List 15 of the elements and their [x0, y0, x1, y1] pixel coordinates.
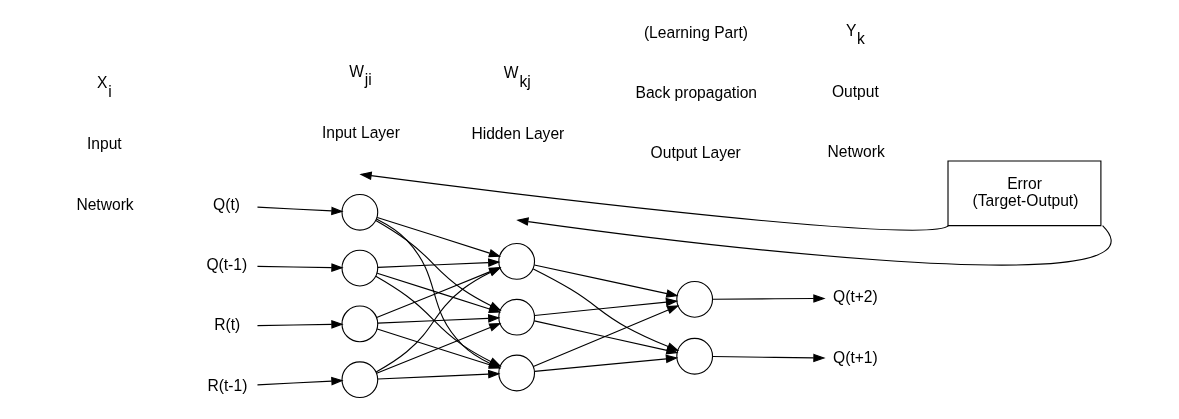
label: Output Layer	[650, 144, 741, 162]
node-text: Q(t)	[213, 195, 240, 213]
node-text: Q(t+2)	[833, 288, 878, 306]
node-text: Q(t+1)	[833, 348, 878, 366]
label: Input Layer	[321, 124, 401, 142]
label: (Learning Part)	[643, 23, 749, 41]
node-text: Q(t-1)	[206, 255, 248, 273]
label: Network	[827, 143, 885, 161]
label: Back propagation	[635, 84, 758, 102]
node-text: R(t)	[214, 316, 241, 334]
node-text: R(t-1)	[207, 376, 248, 394]
label: Output	[831, 83, 879, 101]
label: Input	[86, 135, 122, 153]
label: Hidden Layer	[471, 125, 565, 143]
label: Network	[76, 195, 134, 213]
